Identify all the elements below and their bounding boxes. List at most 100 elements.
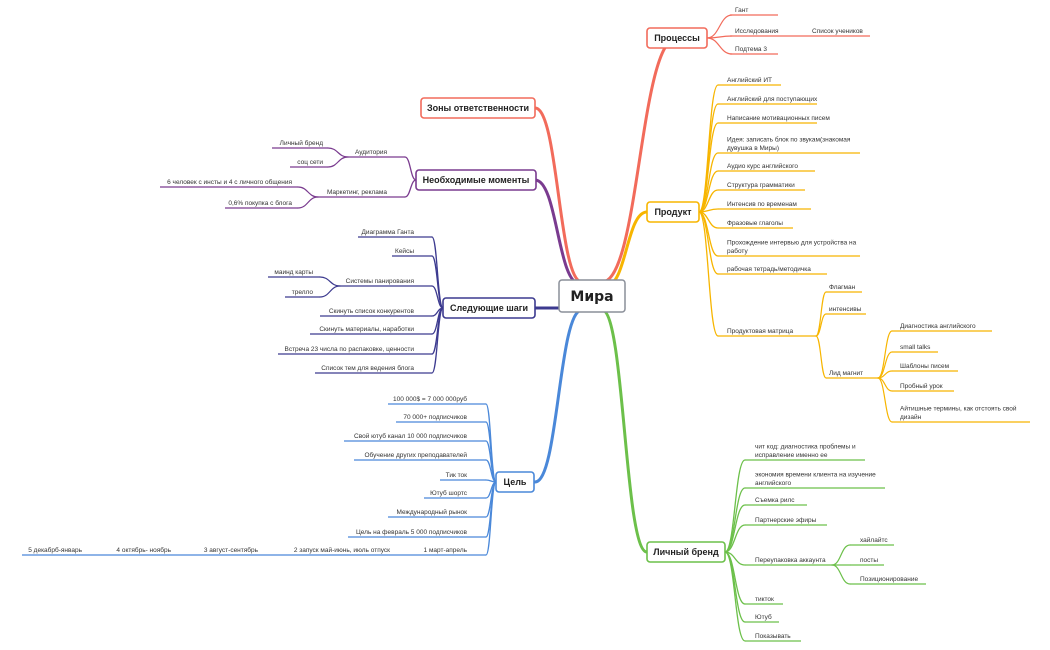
topic-рабочая-тетрадь-методичка[interactable]: рабочая тетрадь/методичка <box>727 265 811 273</box>
topic-5-декабрб-январь[interactable]: 5 декабрб-январь <box>28 546 82 554</box>
topic-шаблоны-писем[interactable]: Шаблоны писем <box>900 362 950 370</box>
connector <box>431 255 444 309</box>
connector <box>698 211 719 257</box>
topic-ютуб-шортс[interactable]: Ютуб шортс <box>430 489 468 497</box>
topic-скинуть-материалы-наработки[interactable]: Скинуть материалы, наработки <box>319 325 414 333</box>
topic-тик-ток[interactable]: Тик ток <box>446 472 467 479</box>
topic-label: Скинуть материалы, наработки <box>319 325 414 333</box>
connector <box>431 285 444 309</box>
topic-личный-бренд[interactable]: Личный бренд <box>280 139 324 147</box>
topic-label: Исследования <box>735 28 779 35</box>
topic-свой-ютуб-канал-10-000-подписчиков[interactable]: Свой ютуб канал 10 000 подписчиков <box>354 432 468 440</box>
topic-показывать[interactable]: Показывать <box>755 633 791 640</box>
branch-процессы[interactable]: Процессы <box>646 27 708 49</box>
topic-трелло[interactable]: трелло <box>292 289 314 296</box>
central-topic[interactable]: Мира <box>558 279 626 313</box>
branch-зоны-ответственности[interactable]: Зоны ответственности <box>420 97 536 119</box>
topic-label: Идея: записать блок по звукам(знакомая <box>727 136 851 144</box>
topic-100-000-7-000-000руб[interactable]: 100 000$ = 7 000 000руб <box>393 395 467 403</box>
topic-список-тем-для-ведения-блога[interactable]: Список тем для ведения блога <box>321 364 414 372</box>
topic-системы-панирования[interactable]: Системы панирования <box>346 278 415 285</box>
topic-70-000-подписчиков[interactable]: 70 000+ подписчиков <box>403 414 467 421</box>
topic-аудитория[interactable]: Аудитория <box>355 149 387 156</box>
connector <box>724 524 746 553</box>
topic-исследования[interactable]: Исследования <box>735 28 779 35</box>
topic-label: 2 запуск май-июнь, июль отпуск <box>294 546 390 554</box>
topic-партнерские-эфиры[interactable]: Партнерские эфиры <box>755 517 817 524</box>
topic-пробный-урок[interactable]: Пробный урок <box>900 382 943 390</box>
topic-идея-записать-блок-по-звукам-знакомая[interactable]: Идея: записать блок по звукам(знакомаяду… <box>727 136 851 153</box>
topic-цель-на-февраль-5-000-подписчиков[interactable]: Цель на февраль 5 000 подписчиков <box>356 529 468 536</box>
topic-label: Диаграмма Ганта <box>362 229 415 236</box>
topic-6-человек-с-инсты-и-4-с-личного-общения[interactable]: 6 человек с инсты и 4 с личного общения <box>167 178 292 186</box>
topic-label: Свой ютуб канал 10 000 подписчиков <box>354 432 468 440</box>
topic-label: Тик ток <box>446 472 467 479</box>
topic-label: Список учеников <box>812 28 863 35</box>
topic-структура-грамматики[interactable]: Структура грамматики <box>727 182 795 189</box>
topic-label: посты <box>860 557 878 564</box>
topic-международный-рынок[interactable]: Международный рынок <box>396 508 467 516</box>
topic-label: Кейсы <box>395 247 414 255</box>
topic-2-запуск-май-июнь-июль-отпуск[interactable]: 2 запуск май-июнь, июль отпуск <box>294 546 390 554</box>
topic-кейсы[interactable]: Кейсы <box>395 247 414 255</box>
topic-посты[interactable]: посты <box>860 557 878 564</box>
branch-необходимые-моменты[interactable]: Необходимые моменты <box>415 169 537 191</box>
topic-0-6-покупка-с-блога[interactable]: 0,6% покупка с блога <box>228 199 292 207</box>
topic-интенсив-по-временам[interactable]: Интенсив по временам <box>727 201 797 208</box>
connector <box>815 313 827 337</box>
topic-4-октябрь-ноябрь[interactable]: 4 октябрь- ноябрь <box>116 546 171 554</box>
branch-connector <box>600 308 649 554</box>
topic-гант[interactable]: Гант <box>735 7 748 14</box>
connector <box>698 170 719 213</box>
topic-съемка-рилс[interactable]: Съемка рилс <box>755 497 795 504</box>
topic-список-учеников[interactable]: Список учеников <box>812 28 863 35</box>
topic-label: рабочая тетрадь/методичка <box>727 265 811 273</box>
topic-айтишные-термины-как-отстоять-свой[interactable]: Айтишные термины, как отстоять свойдизай… <box>900 405 1017 422</box>
topic-продуктовая-матрица[interactable]: Продуктовая матрица <box>727 328 793 335</box>
topic-small-talks[interactable]: small talks <box>900 344 931 351</box>
topic-фразовые-глаголы[interactable]: Фразовые глаголы <box>727 220 783 227</box>
branch-box <box>646 541 726 563</box>
topic-label: small talks <box>900 344 931 351</box>
branch-следующие-шаги[interactable]: Следующие шаги <box>442 297 536 319</box>
topic-label: Ютуб шортс <box>430 489 468 497</box>
topic-подтема-3[interactable]: Подтема 3 <box>735 46 767 53</box>
topic-прохождение-интервью-для-устройства-на[interactable]: Прохождение интервью для устройства нара… <box>727 239 857 256</box>
topic-хайлайтс[interactable]: хайлайтс <box>860 536 888 544</box>
topic-соц-сети[interactable]: соц сети <box>297 159 323 166</box>
topic-label: Список тем для ведения блога <box>321 364 414 372</box>
branch-личный-бренд[interactable]: Личный бренд <box>646 541 726 563</box>
topic-маинд-карты[interactable]: маинд карты <box>274 269 313 276</box>
topic-встреча-23-числа-по-распаковке-ценности[interactable]: Встреча 23 числа по распаковке, ценности <box>284 346 414 353</box>
topic-маркетинг-реклама[interactable]: Маркетинг, реклама <box>327 189 387 196</box>
topic-label: Фразовые глаголы <box>727 220 783 227</box>
topic-написание-мотивационных-писем[interactable]: Написание мотивационных писем <box>727 115 830 122</box>
connector <box>815 291 827 337</box>
topic-диаграмма-ганта[interactable]: Диаграмма Ганта <box>362 229 415 236</box>
branch-цель[interactable]: Цель <box>495 471 535 493</box>
topic-интенсивы[interactable]: интенсивы <box>829 306 862 313</box>
topic-экономия-времени-клиента-на-изучение[interactable]: экономия времени клиента на изучениеангл… <box>755 472 876 488</box>
topic-диагностика-английского[interactable]: Диагностика английского <box>900 322 976 330</box>
topic-label: 1 март-апрель <box>424 547 468 554</box>
topic-флагман[interactable]: Флагман <box>829 284 856 291</box>
topic-лид-магнит[interactable]: Лид магнит <box>829 370 863 377</box>
topic-ютуб[interactable]: Ютуб <box>755 613 772 621</box>
topic-английский-для-поступающих[interactable]: Английский для поступающих <box>727 95 818 103</box>
topic-label: 100 000$ = 7 000 000руб <box>393 395 467 403</box>
connector <box>404 156 417 181</box>
topic-1-март-апрель[interactable]: 1 март-апрель <box>424 547 468 554</box>
topic-label: Структура грамматики <box>727 182 795 189</box>
branch-продукт[interactable]: Продукт <box>646 201 700 223</box>
topic-чит-код-диагностика-проблемы-и[interactable]: чит код: диагностика проблемы иисправлен… <box>755 443 856 460</box>
topic-label: Написание мотивационных писем <box>727 115 830 122</box>
topic-переупаковка-аккаунта[interactable]: Переупаковка аккаунта <box>755 557 826 564</box>
topic-позиционирование[interactable]: Позиционирование <box>860 576 918 583</box>
topic-английский-ит[interactable]: Английский ИТ <box>727 76 772 84</box>
topic-аудио-курс-английского[interactable]: Аудио курс английского <box>727 162 798 170</box>
topic-скинуть-список-конкурентов[interactable]: Скинуть список конкурентов <box>329 308 415 315</box>
topic-3-август-сентябрь[interactable]: 3 август-сентябрь <box>204 546 259 554</box>
topic-тикток[interactable]: тикток <box>755 596 774 603</box>
topic-обучение-других-преподавателей[interactable]: Обучение других преподавателей <box>364 451 467 459</box>
topic-label: хайлайтс <box>860 536 888 544</box>
